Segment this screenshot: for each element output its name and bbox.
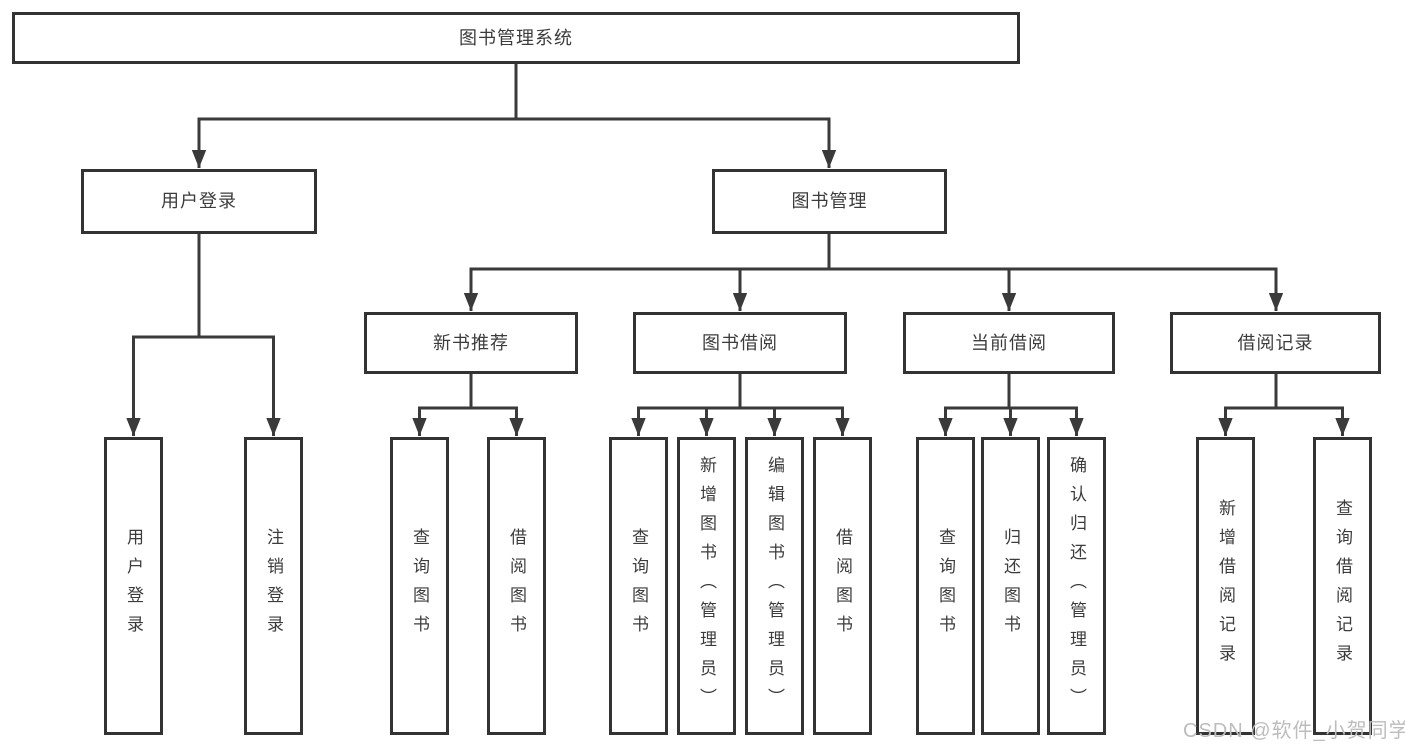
node-book-borrow: 图书借阅 — [633, 312, 847, 374]
connector-book-management-children — [463, 234, 1284, 311]
leaf-current-query-book: 查询图书 — [916, 437, 975, 735]
watermark-text: CSDN @软件_小贺同学 — [1183, 720, 1405, 742]
node-user-login: 用户登录 — [81, 169, 317, 234]
leaf-borrow-query-book: 查询图书 — [609, 437, 668, 735]
leaf-add-borrow-record: 新增借阅记录 — [1196, 437, 1255, 735]
node-book-management: 图书管理 — [712, 169, 947, 234]
leaf-add-book-admin: 新增图书（管理员） — [677, 437, 736, 735]
leaf-return-book: 归还图书 — [981, 437, 1040, 735]
leaf-logout: 注销登录 — [244, 437, 303, 735]
leaf-recommend-borrow-book: 借阅图书 — [487, 437, 546, 735]
leaf-borrow-borrow-book: 借阅图书 — [813, 437, 872, 735]
leaf-user-login: 用户登录 — [104, 437, 163, 735]
node-library-system: 图书管理系统 — [12, 12, 1020, 64]
node-new-book-recommend: 新书推荐 — [364, 312, 578, 374]
node-borrow-records: 借阅记录 — [1170, 312, 1381, 374]
leaf-edit-book-admin: 编辑图书（管理员） — [745, 437, 804, 735]
connector-book-borrow-children — [631, 374, 850, 436]
leaf-query-borrow-record: 查询借阅记录 — [1313, 437, 1372, 735]
connector-new-book-children — [412, 374, 524, 436]
leaf-confirm-return-admin: 确认归还（管理员） — [1047, 437, 1106, 735]
connector-user-login-children — [126, 234, 281, 436]
connector-root-to-level2 — [191, 64, 837, 168]
connector-current-borrow-children — [938, 374, 1084, 436]
connector-borrow-record-children — [1218, 374, 1350, 436]
node-current-borrow: 当前借阅 — [903, 312, 1115, 374]
leaf-recommend-query-book: 查询图书 — [390, 437, 449, 735]
